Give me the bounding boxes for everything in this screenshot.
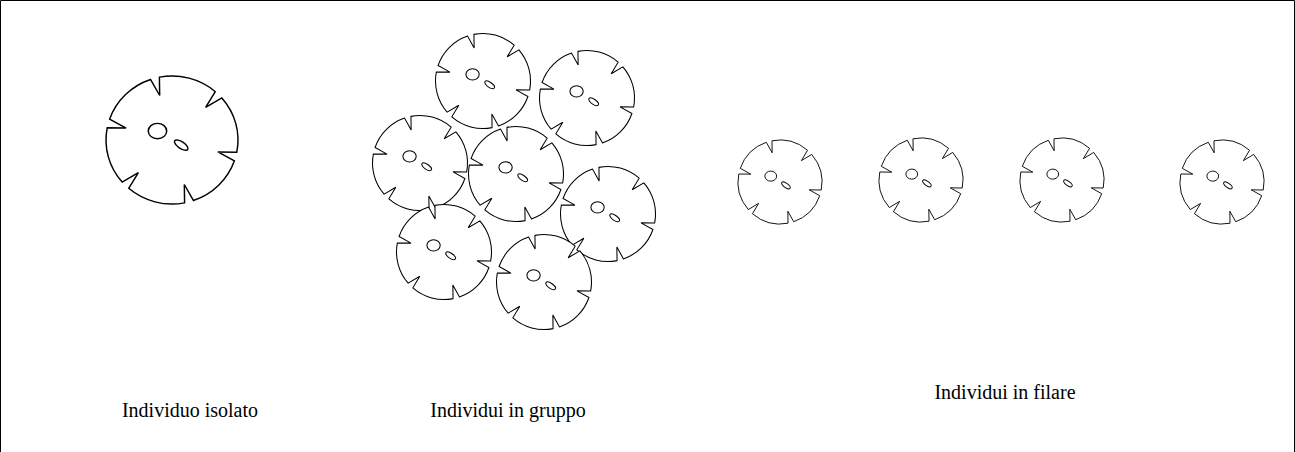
tree-crown xyxy=(1180,140,1264,224)
frame-line xyxy=(1,0,1295,1)
frame-line xyxy=(0,1,1,452)
tree-crown xyxy=(497,235,592,330)
tree-crown xyxy=(879,138,963,222)
tree-crown xyxy=(397,205,492,300)
caption-label: Individui in filare xyxy=(934,380,1075,404)
caption-label: Individuo isolato xyxy=(122,398,258,422)
tree-crown xyxy=(469,127,564,222)
tree-crown xyxy=(540,51,635,146)
tree-crown xyxy=(436,34,531,129)
tree-crown xyxy=(1020,138,1104,222)
frame-line xyxy=(1294,1,1295,452)
caption-label: Individui in gruppo xyxy=(430,398,586,422)
tree-crown xyxy=(373,116,468,211)
tree-crown xyxy=(738,140,822,224)
tree-crown xyxy=(106,76,238,204)
